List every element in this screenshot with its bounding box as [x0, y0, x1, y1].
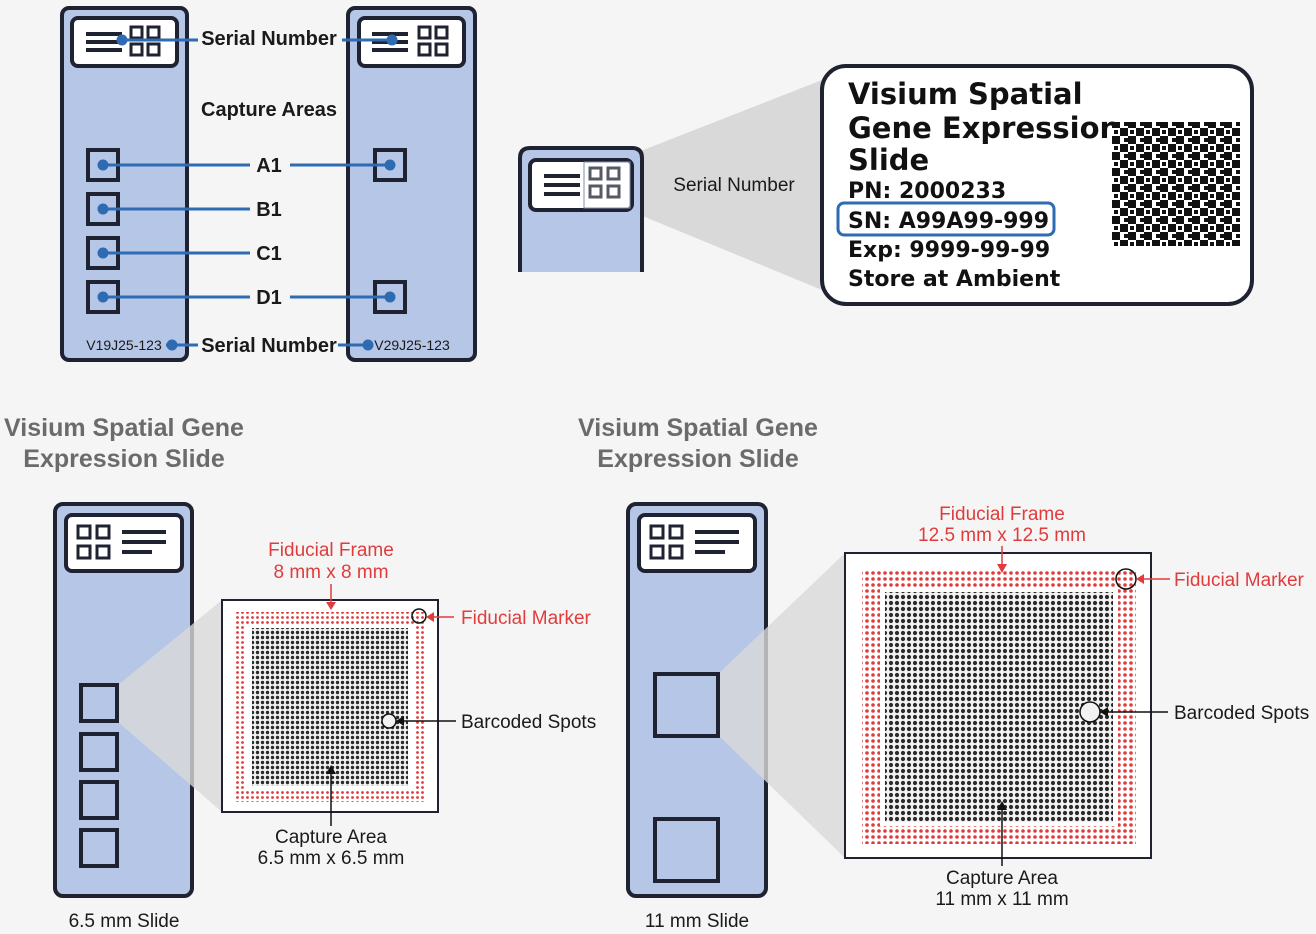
- card-expiry: Exp: 9999-99-99: [848, 238, 1050, 263]
- zoom-beam: [718, 553, 845, 858]
- barcode-lines-icon: [122, 530, 166, 554]
- grid-squares-icon: [76, 524, 111, 560]
- fiducial-frame-label: Fiducial Frame: [268, 540, 394, 561]
- capture-area-label: Capture Area: [275, 827, 387, 848]
- grid-squares-icon: [588, 166, 621, 199]
- connector-lines: [97, 34, 398, 351]
- panel-heading-line-2: Expression Slide: [23, 445, 225, 473]
- grid-squares-icon: [129, 25, 161, 57]
- capture-area-spots: [885, 592, 1113, 822]
- capture-squares: [653, 672, 720, 883]
- barcoded-spot-circle: [381, 713, 397, 729]
- serial-left-code: V19J25-123: [86, 337, 162, 353]
- panel-heading-line-2: Expression Slide: [597, 445, 799, 473]
- annotation-arrows: [997, 546, 1170, 866]
- top-slide-pair: Serial Number Capture Areas A1 B1 C1 D1 …: [60, 6, 477, 362]
- panel-6-5mm: Visium Spatial Gene Expression Slide: [4, 414, 596, 932]
- capture-area-size: 11 mm x 11 mm: [935, 889, 1068, 910]
- fiducial-marker-label: Fiducial Marker: [461, 608, 592, 629]
- card-serial-number: SN: A99A99-999: [848, 209, 1049, 234]
- grid-squares-icon: [649, 524, 684, 560]
- serial-number-bottom-label: Serial Number: [201, 335, 337, 357]
- panel-11mm: Visium Spatial Gene Expression Slide: [578, 414, 1309, 932]
- capture-area-label: Capture Area: [946, 868, 1058, 889]
- annotation-arrows: [326, 584, 456, 826]
- capture-squares: [79, 683, 119, 868]
- card-title-line-3: Slide: [848, 143, 929, 177]
- fiducial-marker-label: Fiducial Marker: [1174, 570, 1305, 591]
- zoom-beam: [628, 80, 822, 290]
- barcode-lines-icon: [544, 174, 580, 196]
- barcode-lines-icon: [86, 32, 122, 52]
- zoom-highlight: [583, 161, 631, 209]
- area-label-a1: A1: [256, 155, 282, 177]
- barcoded-spots-label: Barcoded Spots: [461, 712, 596, 733]
- zoom-beam: [118, 600, 222, 812]
- card-title-line-1: Visium Spatial: [848, 77, 1083, 111]
- left-slide-body: [60, 6, 189, 362]
- label-zoom: Serial Number Visium Spatial Gene Expres…: [518, 64, 1254, 306]
- fiducial-frame-size: 12.5 mm x 12.5 mm: [918, 525, 1086, 546]
- barcoded-spots-label: Barcoded Spots: [1174, 703, 1309, 724]
- panel-heading-line-1: Visium Spatial Gene: [578, 414, 818, 442]
- card-part-number: PN: 2000233: [848, 179, 1006, 204]
- fiducial-frame-size: 8 mm x 8 mm: [273, 562, 388, 583]
- grid-squares-icon: [417, 25, 449, 57]
- capture-area-spots: [252, 628, 408, 786]
- barcode-lines-icon: [695, 530, 739, 554]
- right-slide-body: [346, 6, 477, 362]
- sn-highlight-box: [836, 201, 1056, 237]
- panel-heading-line-1: Visium Spatial Gene: [4, 414, 244, 442]
- area-label-b1: B1: [256, 199, 282, 221]
- slide-size-label: 11 mm Slide: [645, 911, 749, 932]
- area-label-d1: D1: [256, 287, 282, 309]
- area-label-c1: C1: [256, 243, 282, 265]
- capture-area-size: 6.5 mm x 6.5 mm: [258, 848, 405, 869]
- fiducial-marker-circle: [411, 608, 427, 624]
- card-storage: Store at Ambient: [848, 267, 1061, 292]
- serial-number-top-label: Serial Number: [201, 28, 337, 50]
- slide-size-label: 6.5 mm Slide: [69, 911, 180, 932]
- data-matrix-code: [1112, 122, 1240, 246]
- fiducial-frame-label: Fiducial Frame: [939, 504, 1065, 525]
- serial-right-code: V29J25-123: [374, 337, 450, 353]
- card-title-line-2: Gene Expression: [848, 111, 1120, 145]
- barcoded-spot-circle: [1079, 701, 1101, 723]
- zoom-serial-number-label: Serial Number: [673, 175, 795, 196]
- capture-areas-label: Capture Areas: [201, 99, 337, 121]
